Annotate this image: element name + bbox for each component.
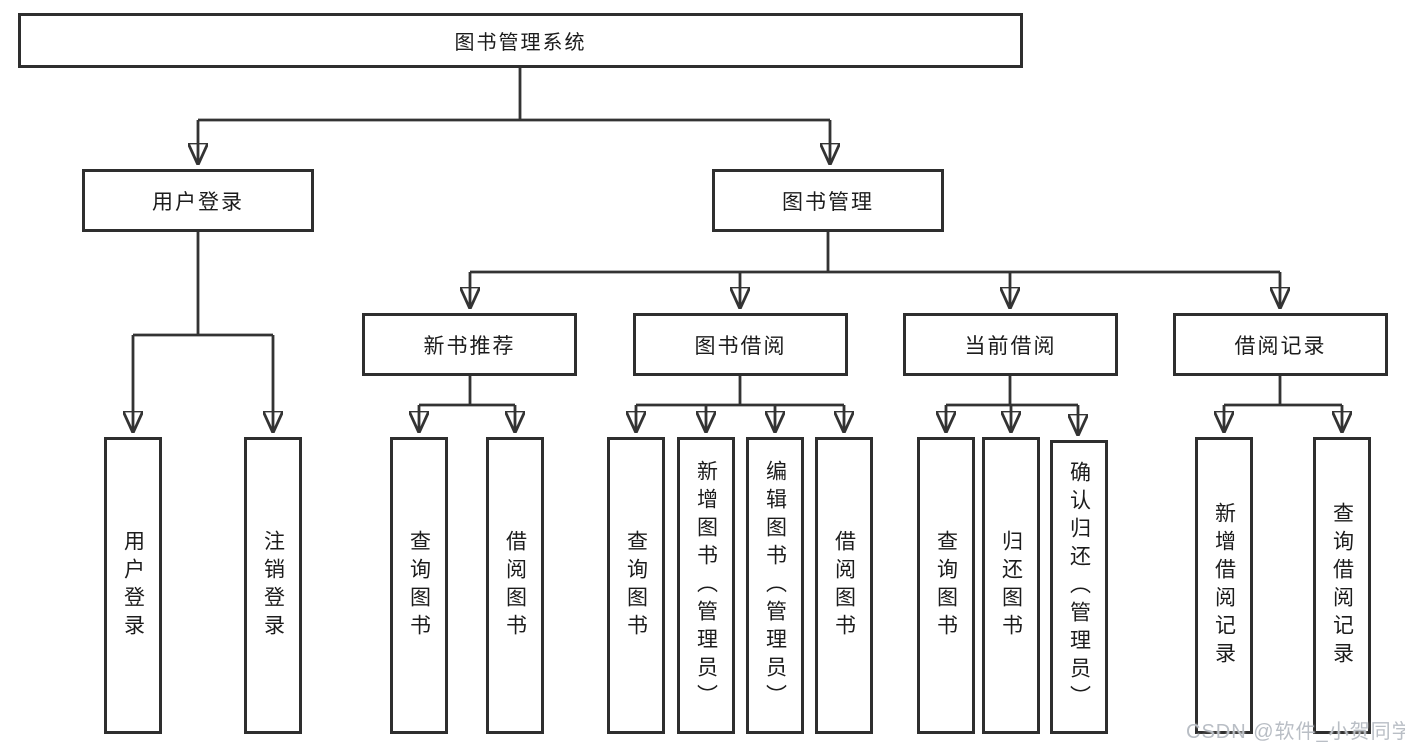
connector-user-login-children — [133, 232, 273, 432]
module-node-borrow-records: 借阅记录 — [1173, 313, 1388, 376]
module-node-new-book-recommend: 新书推荐 — [362, 313, 577, 376]
branch-node-book-management: 图书管理 — [712, 169, 944, 232]
connector-book-borrow-children — [636, 376, 844, 432]
connector-root-to-level2 — [198, 66, 830, 164]
module-node-current-borrow: 当前借阅 — [903, 313, 1118, 376]
root-node-library-system: 图书管理系统 — [18, 13, 1023, 68]
connector-current-borrow-children — [946, 376, 1078, 435]
leaf-node-add-books-admin: 新增图书（管理员） — [677, 437, 735, 734]
leaf-node-query-borrow-record: 查询借阅记录 — [1313, 437, 1371, 734]
leaf-node-user-login: 用户登录 — [104, 437, 162, 734]
connector-new-book-recommend-children — [419, 376, 515, 432]
leaf-node-return-books: 归还图书 — [982, 437, 1040, 734]
csdn-watermark: CSDN @软件_小贺同学 — [1186, 721, 1405, 743]
leaf-node-query-books-borrow: 查询图书 — [607, 437, 665, 734]
module-node-book-borrow: 图书借阅 — [633, 313, 848, 376]
connector-book-management-modules — [470, 232, 1280, 308]
leaf-node-add-borrow-record: 新增借阅记录 — [1195, 437, 1253, 734]
leaf-node-borrow-books: 借阅图书 — [815, 437, 873, 734]
leaf-node-query-books-current: 查询图书 — [917, 437, 975, 734]
leaf-node-borrow-books-recommend: 借阅图书 — [486, 437, 544, 734]
connector-borrow-records-children — [1224, 376, 1342, 432]
branch-node-user-login: 用户登录 — [82, 169, 314, 232]
leaf-node-logout: 注销登录 — [244, 437, 302, 734]
leaf-node-edit-books-admin: 编辑图书（管理员） — [746, 437, 804, 734]
leaf-node-confirm-return-admin: 确认归还（管理员） — [1050, 440, 1108, 734]
leaf-node-query-books-recommend: 查询图书 — [390, 437, 448, 734]
